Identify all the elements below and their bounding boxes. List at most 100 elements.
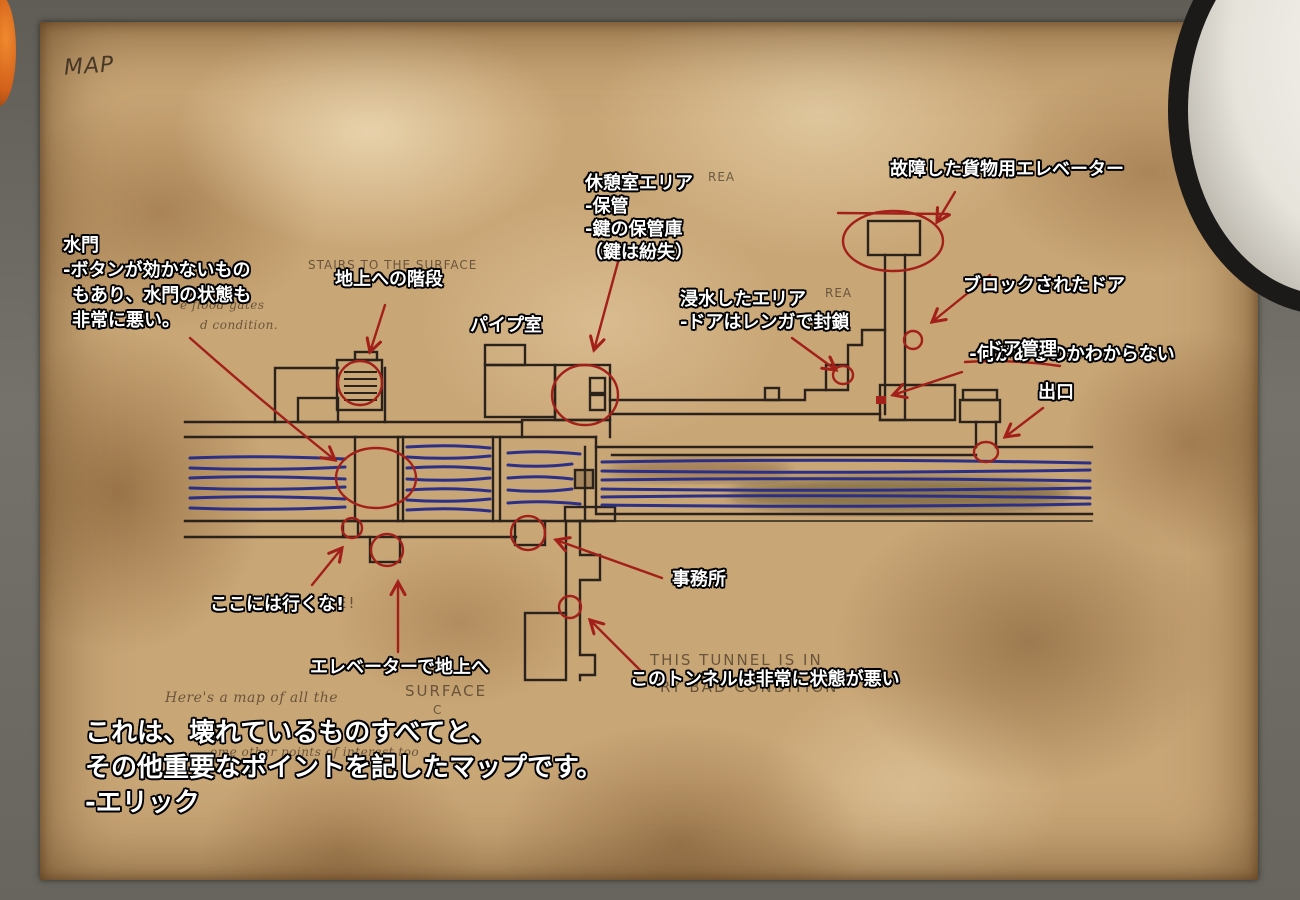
handwritten-flood-condition: d condition. (200, 318, 279, 332)
door-controls-underline (963, 359, 1062, 368)
arrow-break-room (594, 260, 620, 350)
exit-room-top (961, 388, 999, 402)
water-line (188, 495, 347, 501)
water-line (600, 458, 1092, 465)
elevator-strike-line (836, 211, 950, 216)
label-line: -ボタンが効かないもの (63, 260, 251, 281)
label-stairs-to-surface: 地上への階段 (335, 268, 443, 291)
key-storage (588, 376, 607, 395)
stairs-room-wall (273, 366, 387, 424)
elevator-shaft (883, 253, 907, 416)
water-line (506, 462, 574, 468)
label-line: エレベーターで地上へ (310, 657, 489, 678)
label-line: 故障した貨物用エレベーター (890, 159, 1124, 180)
water-line (600, 494, 1092, 500)
label-line: ドア管理 (985, 339, 1057, 360)
exit-passage (974, 420, 998, 449)
water-line (188, 465, 347, 471)
handwritten-surface: SURFACE (405, 682, 488, 700)
water-line (188, 505, 347, 511)
label-line: （鍵は紛失） (585, 242, 693, 263)
exit-circle (972, 440, 1000, 464)
label-line: ブロックされたドア (963, 275, 1125, 296)
handwritten-flooded-area: REA (825, 286, 853, 300)
red-annotations (188, 190, 1062, 674)
arrow-flooded-area (790, 336, 836, 370)
handwritten-flood-gates: e flood gates (180, 298, 265, 312)
arrow-dont-go (310, 548, 342, 587)
handwritten-dont-go: E! (337, 594, 357, 612)
water-line (600, 477, 1092, 483)
label-line: -鍵の保管庫 (585, 219, 683, 240)
freight-elevator (866, 219, 922, 257)
arrow-elevator (937, 190, 957, 222)
arrow-tunnel (590, 620, 644, 674)
arrow-blocked-door (932, 273, 992, 322)
note-signature: -エリック (85, 788, 200, 818)
label-line: -保管 (585, 196, 629, 217)
water-line (405, 454, 492, 460)
arrow-office (556, 540, 664, 580)
arrow-door-controls (893, 370, 964, 395)
water-line (506, 475, 574, 481)
blocked-door-circle (902, 329, 924, 351)
label-line: パイプ室 (470, 315, 542, 336)
orange-object (0, 0, 16, 106)
elevator-surface-circle (369, 532, 405, 568)
handwritten-surface-c: C (433, 703, 443, 717)
stairs-steps (344, 371, 377, 401)
label-door-controls: ドア管理 (985, 338, 1057, 361)
label-elevator-to-surface: エレベーターで地上へ (310, 656, 489, 679)
label-line: -ドアはレンガで封鎖 (680, 312, 850, 333)
water-line (405, 444, 492, 450)
label-flooded-area: 浸水したエリア -ドアはレンガで封鎖 (680, 288, 849, 334)
break-room-circle (550, 363, 620, 427)
label-broken-freight-elevator: 故障した貨物用エレベーター (890, 158, 1124, 181)
handwritten-note-line-1: Here's a map of all the (165, 690, 339, 706)
water-line (405, 465, 492, 471)
tunnel-circle (557, 594, 583, 620)
water-line (600, 486, 1092, 492)
label-break-room: 休憩室エリア -保管 -鍵の保管庫 （鍵は紛失） (585, 172, 693, 264)
arrow-stairs (370, 303, 387, 352)
arrow-exit (1005, 406, 1045, 437)
cup-rim (1168, 0, 1300, 312)
translator-note: これは、壊れているものすべてと、 その他重要なポイントを記したマップです。 -エ… (85, 716, 602, 821)
label-pipe-room: パイプ室 (470, 314, 542, 337)
label-line: 休憩室エリア (585, 173, 693, 194)
handwritten-note-line-2: ome other points of interest too (210, 745, 420, 759)
water-line (506, 450, 582, 456)
handwritten-tunnel-line-2: RY BAD CONDITION (660, 678, 839, 696)
label-line: 出口 (1038, 382, 1074, 403)
handwritten-tunnel-line-1: THIS TUNNEL IS IN (650, 651, 823, 669)
label-line: 地上への階段 (335, 269, 443, 290)
water-line (600, 468, 1092, 474)
door-control-marker (876, 396, 886, 404)
elevator-circle (841, 209, 945, 273)
parchment-map-sheet (40, 22, 1258, 880)
label-exit: 出口 (1038, 381, 1074, 404)
water-line (600, 502, 1092, 508)
label-office: 事務所 (672, 568, 726, 591)
flooded-door-circle (831, 364, 855, 386)
label-line: 水門 (63, 235, 99, 256)
label-blocked-door: ブロックされたドア -何があるのかわからない (963, 228, 1175, 389)
water-line (405, 497, 492, 503)
label-line: 非常に悪い。 (72, 310, 180, 331)
note-line: これは、壊れているものすべてと、 (85, 718, 497, 748)
note-line: その他重要なポイントを記したマップです。 (85, 753, 603, 783)
water-line (506, 500, 582, 506)
south-tunnel-room (523, 611, 568, 682)
flood-gate-circle (334, 446, 418, 510)
label-line: ここには行くな! (210, 594, 345, 615)
ink-smudge (610, 458, 790, 482)
label-line: -何があるのかわからない (963, 344, 1175, 365)
stairs-circle (336, 359, 384, 407)
dont-go-circle (340, 516, 364, 540)
platform-block (563, 505, 617, 523)
small-room (763, 386, 781, 402)
label-bad-tunnel: このトンネルは非常に状態が悪い (630, 668, 900, 691)
label-dont-go-here: ここには行くな! (210, 593, 344, 616)
